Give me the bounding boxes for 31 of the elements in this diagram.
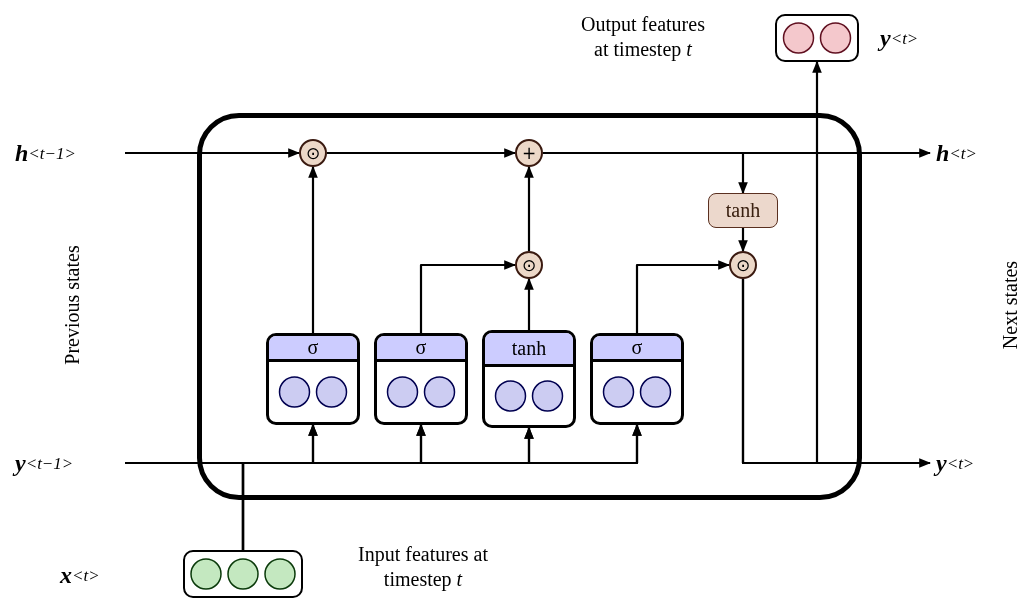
activation-label: σ: [377, 336, 465, 362]
arrow: [419, 260, 517, 333]
arrow: [524, 277, 534, 330]
gate-box: [482, 330, 576, 428]
operator-circle: ⊙: [729, 251, 757, 279]
arrow: [125, 148, 301, 158]
activation-label: tanh: [485, 333, 573, 367]
layer-caption: Output features at timestep t: [580, 12, 706, 63]
activation-label: σ: [593, 336, 681, 362]
operator-circle: +: [515, 139, 543, 167]
lstm-cell-box: [197, 113, 862, 500]
layer-box: [183, 550, 303, 598]
side-label: Previous states: [60, 245, 84, 365]
layer-box: [775, 14, 859, 62]
arrow: [635, 260, 731, 333]
arrow: [738, 228, 748, 253]
arrow: [327, 148, 517, 158]
arrow: [741, 60, 822, 465]
activation-label: σ: [269, 336, 357, 362]
activation-box: tanh: [708, 193, 778, 228]
arrow: [524, 165, 534, 251]
operator-circle: ⊙: [299, 139, 327, 167]
gate-box: [590, 333, 684, 425]
gate-box: [266, 333, 360, 425]
operator-circle: ⊙: [515, 251, 543, 279]
arrow: [241, 423, 642, 550]
arrow: [543, 151, 748, 195]
side-label: Next states: [998, 260, 1022, 350]
arrow: [308, 165, 318, 333]
layer-caption: Input features at timestep t: [357, 542, 489, 593]
gate-box: [374, 333, 468, 425]
